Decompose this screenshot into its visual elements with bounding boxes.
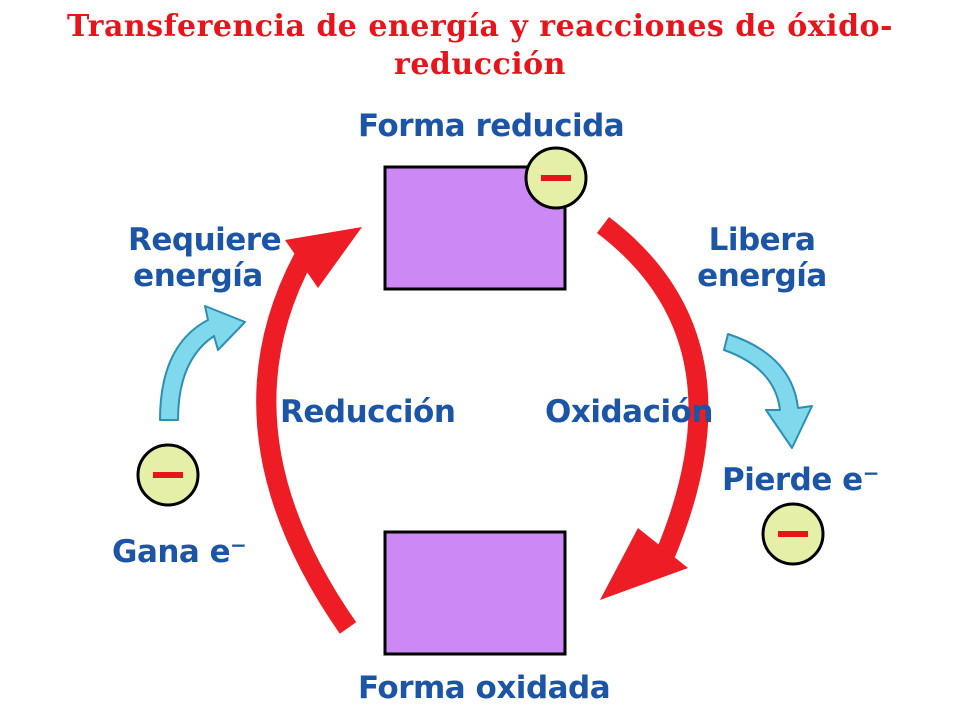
oxidized-form-box: [383, 530, 567, 656]
oxidation-arrow: [596, 217, 709, 600]
requires-energy-arrow: [159, 305, 246, 421]
reduced-form-label: Forma reducida: [358, 108, 625, 144]
requires-energy-line-2: energía: [133, 258, 263, 294]
oxidation-label: Oxidación: [545, 394, 713, 430]
gains-electron-charge: −: [230, 533, 247, 557]
reduction-label: Reducción: [280, 394, 456, 430]
requires-energy-label: Requiere energía: [128, 222, 282, 294]
loses-electron-label: Pierde e−: [722, 455, 879, 498]
oxidized-form-label: Forma oxidada: [358, 670, 611, 706]
loses-electron-text: Pierde e: [722, 462, 863, 498]
reduction-arrow: [256, 227, 362, 634]
electron-lost: [761, 502, 825, 566]
releases-energy-label: Libera energía: [692, 222, 832, 294]
electron-gained: [136, 443, 200, 507]
requires-energy-line-1: Requiere: [128, 222, 282, 258]
releases-energy-arrow: [723, 333, 813, 449]
gains-electron-label: Gana e−: [112, 527, 247, 570]
gains-electron-text: Gana e: [112, 534, 231, 570]
title-line-2: reducción: [394, 47, 566, 82]
title-line-1: Transferencia de energía y reacciones de…: [67, 9, 893, 44]
loses-electron-charge: −: [862, 461, 880, 485]
releases-energy-line-1: Libera: [708, 222, 816, 258]
releases-energy-line-2: energía: [697, 258, 827, 294]
page-title: Transferencia de energía y reacciones de…: [0, 8, 960, 84]
electron-reduced-form: [524, 146, 588, 210]
